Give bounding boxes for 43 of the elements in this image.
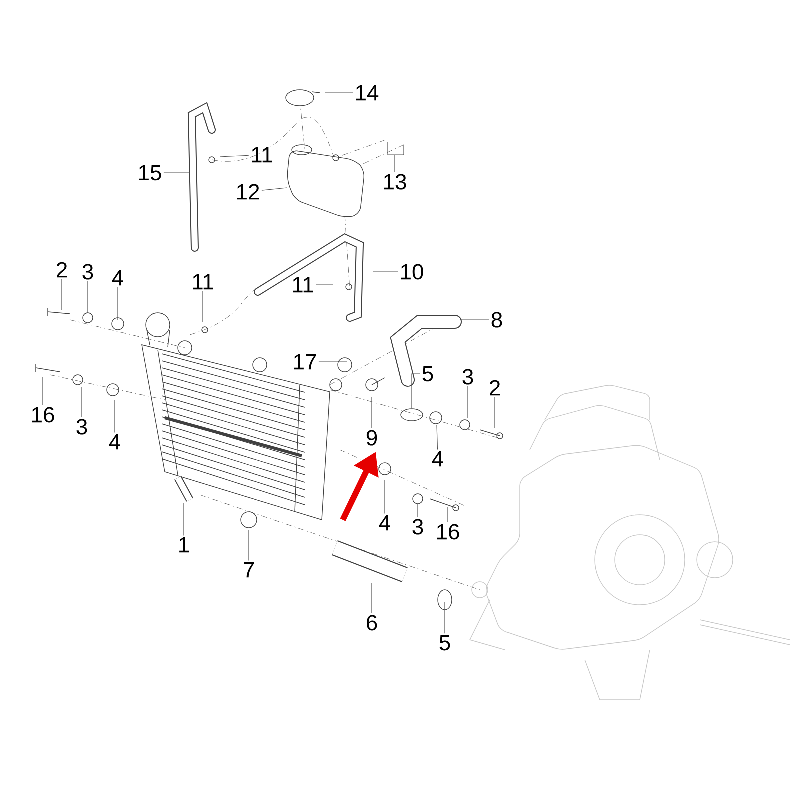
callout-number: 3 [76, 419, 88, 435]
callout-number: 11 [293, 277, 314, 293]
callout-number: 5 [422, 366, 434, 382]
callout-number: 12 [237, 184, 260, 200]
callout-number: 16 [437, 524, 460, 540]
leader-line [316, 284, 334, 286]
callout-number: 5 [440, 635, 450, 651]
leader-line [324, 92, 354, 94]
callout-number: 10 [401, 264, 424, 280]
callout-number: 3 [462, 369, 474, 385]
callout-number: 9 [366, 430, 378, 446]
callout-number: 7 [244, 562, 254, 578]
callout-number: 2 [57, 262, 68, 278]
leader-line [388, 142, 404, 173]
leader-line [412, 374, 420, 408]
callout-number: 16 [32, 407, 54, 423]
callout-number: 11 [193, 274, 214, 290]
callout-number: 15 [139, 165, 162, 181]
leader-line [384, 480, 386, 514]
leader-line [164, 172, 190, 174]
callout-number: 13 [384, 174, 406, 190]
leader-line [436, 424, 438, 450]
leader-line [444, 602, 446, 634]
callout-number: 4 [112, 270, 124, 286]
callout-number: 14 [356, 85, 379, 101]
leader-line [220, 155, 250, 158]
leader-line [42, 376, 44, 406]
callout-number: 3 [82, 264, 94, 280]
callout-number: 1 [180, 537, 190, 553]
callout-number: 8 [492, 312, 502, 328]
callout-number: 4 [379, 515, 390, 531]
callout-number: 17 [294, 354, 316, 370]
callout-number: 4 [109, 434, 120, 450]
callout-number: 3 [412, 519, 424, 535]
leader-line [248, 530, 250, 562]
leader-line [262, 188, 288, 191]
callout-number: 11 [252, 147, 272, 163]
leader-line [202, 290, 204, 322]
callout-number: 4 [432, 451, 444, 467]
callout-number: 6 [367, 615, 378, 631]
leader-line [494, 397, 496, 428]
leader-line [114, 400, 116, 434]
callout-number: 2 [490, 380, 500, 396]
